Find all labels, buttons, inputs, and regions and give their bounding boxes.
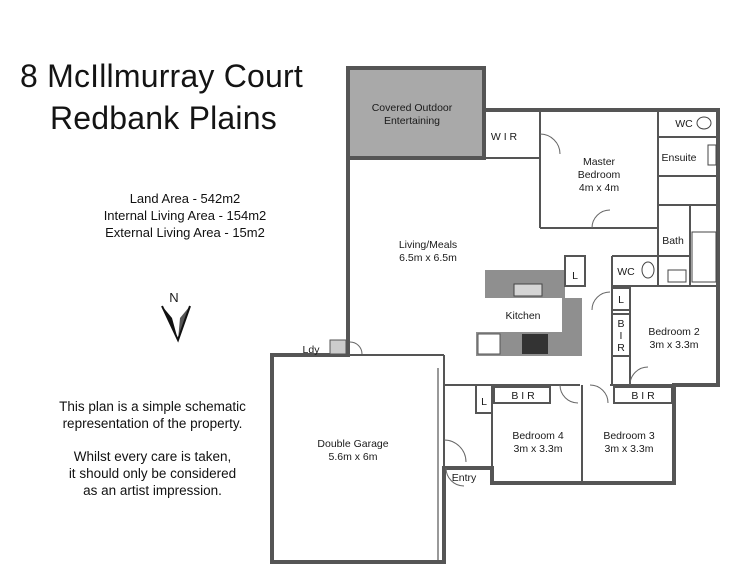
linen-cupboard-3 bbox=[475, 384, 493, 414]
external-area: External Living Area - 15m2 bbox=[105, 225, 265, 240]
bir-vertical-i: I bbox=[620, 330, 623, 342]
laundry-label: Ldy bbox=[303, 344, 321, 356]
toilet-icon bbox=[696, 116, 712, 130]
living-label: Living/Meals bbox=[399, 239, 457, 251]
living-size: 6.5m x 6.5m bbox=[399, 252, 457, 264]
disclaimer-line-2: representation of the property. bbox=[62, 416, 243, 431]
door-garage bbox=[443, 439, 467, 463]
disclaimer-line-3: Whilst every care is taken, bbox=[73, 449, 232, 464]
ensuite-label: Ensuite bbox=[661, 152, 696, 164]
outdoor-label-1: Covered Outdoor bbox=[372, 102, 453, 114]
door-bed2 bbox=[591, 291, 611, 311]
disclaimer-line-1: This plan is a simple schematic bbox=[59, 399, 246, 414]
vanity-icon bbox=[707, 144, 717, 166]
door-bed2b bbox=[629, 366, 649, 386]
internal-area: Internal Living Area - 154m2 bbox=[103, 208, 267, 223]
entry-label: Entry bbox=[452, 472, 477, 484]
door-laundry bbox=[349, 341, 363, 355]
address-line-1: 8 McIllmurray Court bbox=[20, 58, 303, 94]
linen-label-2: L bbox=[618, 294, 624, 306]
bed2-size: 3m x 3.3m bbox=[649, 339, 698, 351]
door-wir bbox=[539, 133, 561, 155]
bir-vertical-r: R bbox=[617, 342, 625, 354]
wc-top-label: WC bbox=[675, 118, 693, 130]
wc-mid-label: WC bbox=[617, 266, 635, 278]
kitchen-bench bbox=[476, 298, 582, 356]
disclaimer-paragraph-1: This plan is a simple schematic represen… bbox=[30, 398, 275, 432]
bir-vertical-b: B bbox=[617, 318, 624, 330]
garage-label: Double Garage bbox=[317, 438, 388, 450]
bed2-label: Bedroom 2 bbox=[648, 326, 700, 338]
door-entry bbox=[445, 467, 465, 487]
bed4-size: 3m x 3.3m bbox=[513, 443, 562, 455]
toilet-icon-2 bbox=[641, 261, 655, 279]
door-master bbox=[591, 209, 611, 229]
kitchen-sink-icon bbox=[513, 283, 543, 297]
master-size: 4m x 4m bbox=[579, 182, 620, 194]
bir3-label: B I R bbox=[631, 390, 655, 402]
area-summary: Land Area - 542m2 Internal Living Area -… bbox=[60, 190, 310, 241]
linen-cupboard-2 bbox=[611, 287, 631, 311]
disclaimer-line-5: as an artist impression. bbox=[83, 483, 222, 498]
master-label-2: Bedroom bbox=[578, 169, 621, 181]
bed3-label: Bedroom 3 bbox=[603, 430, 655, 442]
bathtub-icon bbox=[691, 231, 717, 283]
laundry-tub-icon bbox=[329, 339, 347, 355]
bir-bed3 bbox=[613, 386, 673, 404]
bed3-size: 3m x 3.3m bbox=[604, 443, 653, 455]
door-bed3 bbox=[589, 384, 609, 404]
bath-label: Bath bbox=[662, 235, 684, 247]
wir-label: W I R bbox=[491, 131, 518, 143]
pantry-label: L bbox=[572, 270, 578, 282]
bed4-label: Bedroom 4 bbox=[512, 430, 564, 442]
bir-bed2 bbox=[611, 313, 631, 357]
cooktop-icon bbox=[522, 334, 548, 354]
north-compass-icon: N bbox=[161, 290, 191, 343]
master-label-1: Master bbox=[583, 156, 616, 168]
land-area: Land Area - 542m2 bbox=[129, 191, 241, 206]
garage-size: 5.6m x 6m bbox=[328, 451, 377, 463]
disclaimer-line-4: it should only be considered bbox=[68, 466, 237, 481]
address-line-2: Redbank Plains bbox=[50, 100, 277, 136]
bir-bed4 bbox=[493, 386, 551, 404]
disclaimer: This plan is a simple schematic represen… bbox=[30, 398, 275, 515]
door-bed4 bbox=[559, 384, 579, 404]
compass-label: N bbox=[169, 290, 178, 305]
pantry bbox=[564, 255, 586, 287]
fridge-icon bbox=[477, 333, 501, 355]
outdoor-label-2: Entertaining bbox=[384, 115, 440, 127]
disclaimer-paragraph-2: Whilst every care is taken, it should on… bbox=[30, 448, 275, 499]
kitchen-label: Kitchen bbox=[505, 310, 540, 322]
linen-label-3: L bbox=[481, 396, 487, 408]
bir4-label: B I R bbox=[511, 390, 535, 402]
basin-icon bbox=[667, 269, 687, 283]
